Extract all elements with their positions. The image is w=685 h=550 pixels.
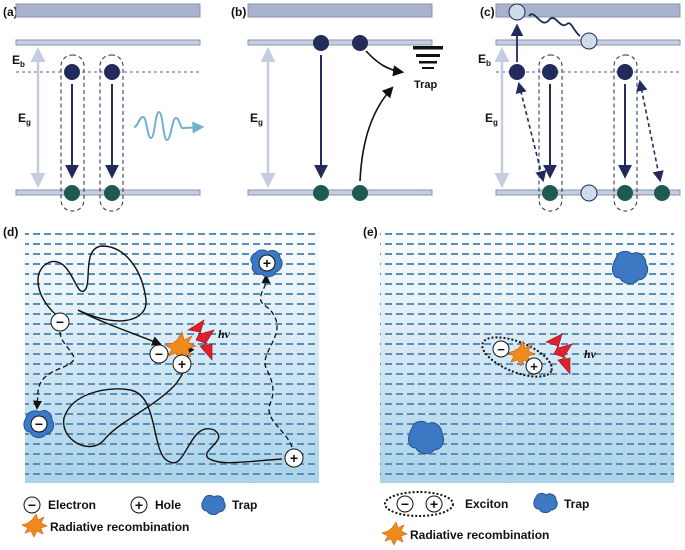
legend-exciton-electron: [396, 495, 414, 513]
panel-e: (e) − + hv: [363, 225, 674, 483]
trapped-hole-sign: +: [263, 255, 271, 271]
nonradiative-transfer-arrow: [515, 81, 547, 183]
legend-radiative-star: [381, 521, 408, 546]
trapped-hole: [258, 254, 276, 272]
hole: [542, 185, 558, 201]
panel-d-label: (d): [3, 225, 18, 239]
legend-exciton-outline: [384, 491, 454, 517]
excited-empty-state: [508, 3, 526, 21]
hole-trapping-arrow: [359, 86, 394, 182]
legend-hole-sign: +: [135, 497, 143, 513]
eg-label: Eg: [18, 111, 31, 127]
legend-electron-sign: −: [28, 497, 36, 513]
electron-sign: −: [56, 314, 64, 330]
hole: [352, 185, 368, 201]
electron: [149, 344, 169, 364]
legend-trap-icon: [201, 494, 226, 515]
hole: [525, 357, 543, 375]
photon-flash-icon: [545, 333, 573, 375]
hole-sign: +: [290, 450, 298, 466]
electron: [509, 64, 525, 80]
legend-exciton-label: Exciton: [465, 497, 508, 511]
legend-radiative-label: Radiative recombination: [410, 528, 549, 542]
legend-radiative-star: [21, 513, 48, 538]
excited-empty-state: [580, 32, 598, 50]
hole-diffusion-path: [63, 344, 283, 464]
electron-trapping-arrow: [365, 50, 405, 77]
valence-band-edge: [247, 189, 433, 196]
legend-radiative-label: Radiative recombination: [50, 520, 189, 534]
hole: [313, 185, 329, 201]
legend-e: − + Exciton Trap Radiative recombination: [381, 491, 589, 546]
top-band: [495, 3, 681, 18]
hole: [654, 185, 670, 201]
electron-diffusion-path: [37, 245, 162, 346]
emitted-photon-wave: [133, 110, 205, 142]
electron: [104, 64, 120, 80]
hole-sign: +: [530, 359, 538, 374]
legend-exciton-hole-sign: +: [430, 496, 438, 512]
exciton-outline: [481, 336, 553, 378]
hole: [284, 448, 304, 468]
legend-exciton-hole: [425, 495, 443, 513]
electron: [352, 35, 368, 51]
panel-d: (d) + − − + − + hv: [3, 225, 319, 483]
panel-c: (c) Eb Eg: [478, 3, 681, 212]
radiative-recombination-star: [164, 331, 197, 361]
conduction-band-edge: [15, 39, 201, 46]
exciton-pair-outline: [60, 54, 85, 212]
trapped-electron: [30, 415, 48, 433]
exciton: − +: [481, 336, 553, 378]
panel-b-label: (b): [231, 5, 246, 19]
legend-hole-symbol: [130, 496, 148, 514]
panel-a: (a) Eb Eg: [3, 3, 205, 212]
legend-trap-icon: [533, 492, 558, 513]
panel-e-label: (e): [363, 225, 378, 239]
trap-level-icon: [413, 46, 443, 69]
electron: [617, 64, 633, 80]
electron-sign: −: [155, 346, 163, 362]
photon-energy-label: hv: [218, 327, 231, 341]
photon-flash-icon: [187, 319, 215, 361]
electron: [64, 64, 80, 80]
eg-label: Eg: [250, 111, 263, 127]
legend-electron-label: Electron: [48, 498, 96, 512]
eb-label: Eb: [478, 52, 491, 68]
legend-trap-label: Trap: [232, 498, 257, 512]
electron: [542, 64, 558, 80]
exciton-pair-outline: [99, 54, 124, 212]
legend-trap-label: Trap: [564, 497, 589, 511]
hole: [172, 354, 192, 374]
panel-a-label: (a): [3, 5, 18, 19]
electron: [492, 340, 510, 358]
trap-label: Trap: [414, 79, 438, 91]
trapped-electron-sign: −: [35, 416, 43, 432]
auger-energy-wave: [528, 13, 581, 37]
photon-energy-label: hv: [584, 347, 597, 361]
hole: [64, 185, 80, 201]
legend-electron-symbol: [23, 496, 41, 514]
legend-exciton-electron-sign: −: [401, 496, 409, 512]
nonradiative-transfer-arrow: [636, 79, 664, 183]
trap-site: [612, 250, 649, 285]
legend-hole-label: Hole: [155, 498, 181, 512]
empty-state: [580, 184, 598, 202]
trap-site: [408, 420, 445, 455]
top-band: [15, 3, 201, 18]
eb-label: Eb: [12, 53, 25, 69]
electron: [313, 35, 329, 51]
hole: [104, 185, 120, 201]
top-band: [247, 3, 433, 18]
hole-sign: +: [178, 356, 186, 372]
electron-sign: −: [497, 342, 505, 357]
electron: [50, 312, 70, 332]
eg-label: Eg: [485, 111, 498, 127]
panel-c-label: (c): [480, 5, 495, 19]
hole: [617, 185, 633, 201]
conduction-band-edge: [247, 39, 433, 46]
legend-d: − Electron + Hole Trap Radiative recombi…: [21, 494, 257, 538]
panel-b: (b) Eg Trap: [231, 3, 443, 201]
electron-trapping-path: [32, 331, 75, 410]
